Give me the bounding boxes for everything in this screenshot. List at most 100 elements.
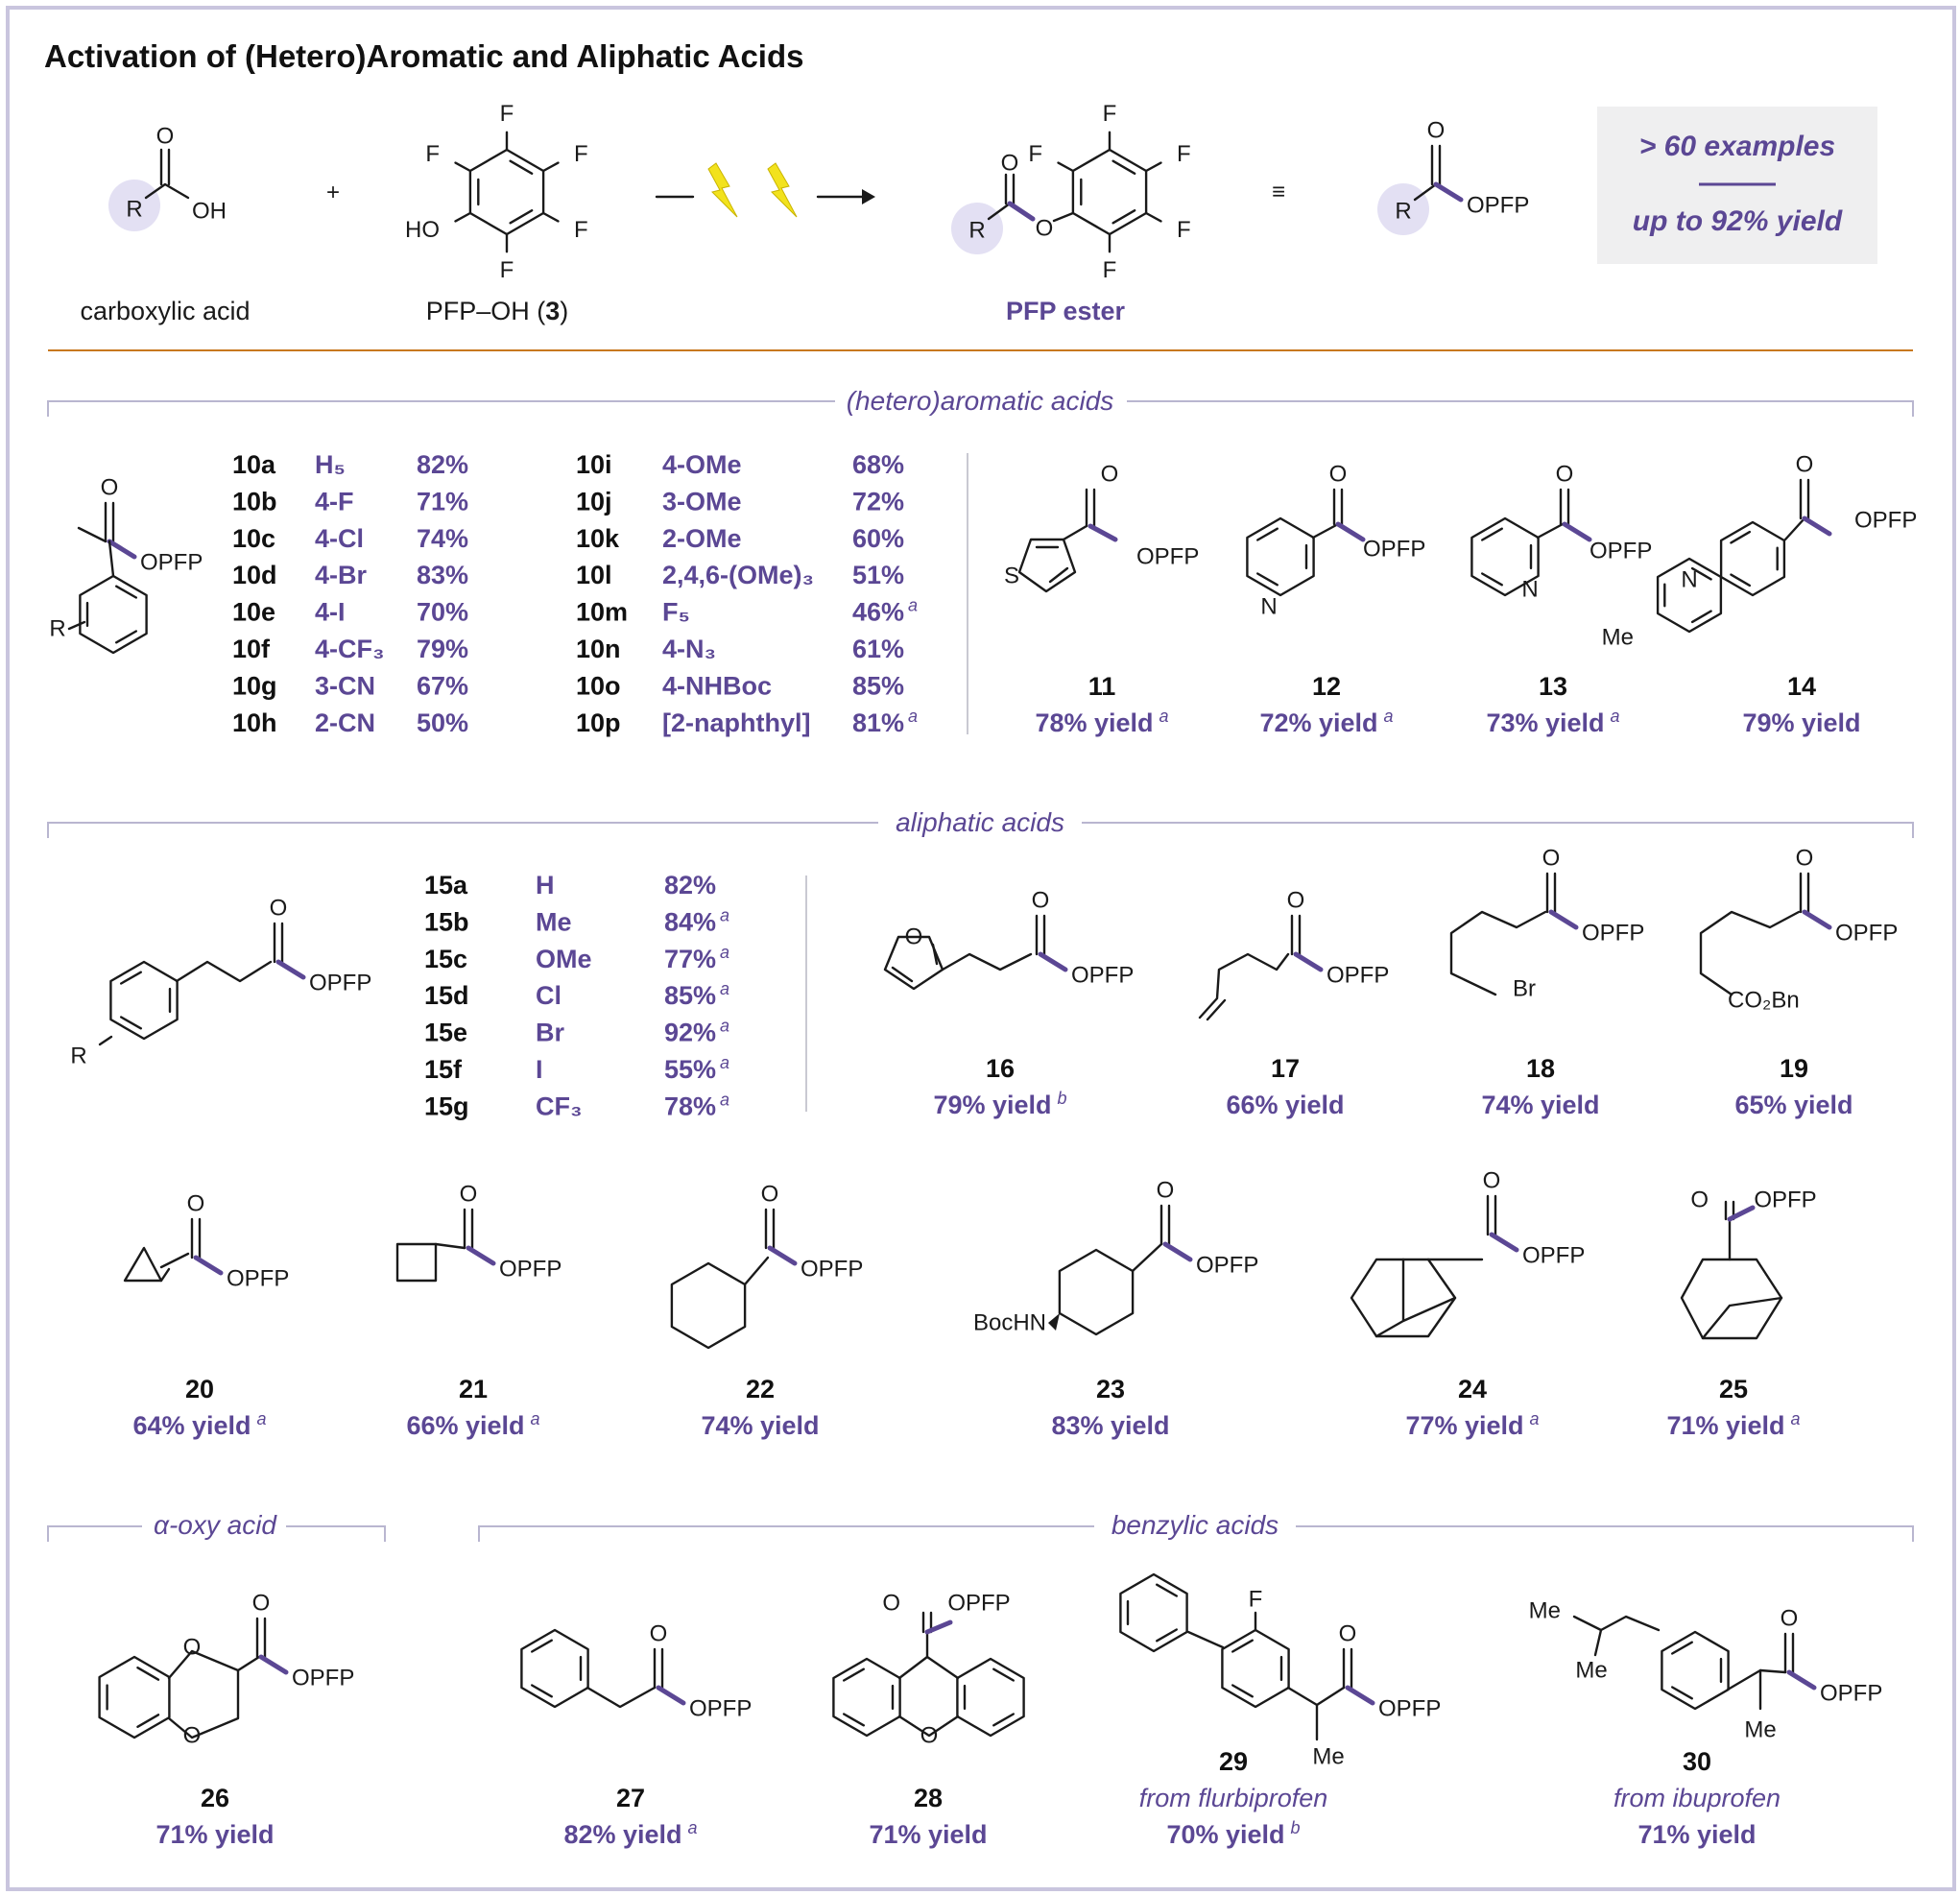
- ester-bond-highlight: [1802, 909, 1832, 930]
- bond: [1449, 910, 1547, 996]
- substituent: 4-NHBoc: [662, 671, 772, 700]
- opfp-label: OPFP: [801, 1257, 863, 1283]
- methyl: Me: [1575, 1658, 1607, 1684]
- reagent-label: PFP–OH (3): [426, 297, 569, 325]
- substituent: 4-I: [315, 598, 346, 627]
- footnote-mark: a: [908, 596, 918, 615]
- benzene-ring: [98, 1655, 171, 1739]
- section-aromatic: (hetero)aromatic acids: [847, 386, 1114, 416]
- benzene-ring: [79, 574, 148, 655]
- aromatic-double-bond: [1231, 1639, 1254, 1653]
- carbonyl-double-bond: [1085, 488, 1096, 528]
- benzene-ring: [1119, 1572, 1188, 1653]
- ester-bond-highlight: [1007, 201, 1036, 222]
- bond: [1726, 1668, 1762, 1711]
- ester-bond-highlight: [1088, 523, 1118, 542]
- bond: [1593, 1628, 1603, 1657]
- aromatic-double-bond: [1481, 527, 1503, 541]
- carbonyl-double-bond: [159, 148, 171, 186]
- arrow-head: [862, 189, 875, 204]
- acid-label: carboxylic acid: [80, 297, 250, 325]
- aromatic-double-bond: [1730, 573, 1752, 588]
- ester-bond-highlight: [1038, 951, 1068, 972]
- carbonyl-oxygen: O: [187, 1191, 205, 1217]
- substituent: I: [536, 1055, 543, 1084]
- carbonyl-oxygen: O: [1001, 151, 1019, 177]
- table-10-right-row: 10p[2-naphthyl]81%a: [576, 707, 918, 737]
- r-group-highlight: [1377, 183, 1429, 235]
- hashed-bond: [1131, 1242, 1163, 1273]
- methyl: Me: [1529, 1598, 1561, 1624]
- carbonyl-double-bond: [190, 1217, 202, 1259]
- bond: [1699, 910, 1801, 996]
- substituent: 4-Cl: [315, 524, 364, 553]
- bond: [743, 1256, 770, 1286]
- ester-bond-highlight: [924, 1619, 953, 1635]
- footnote-mark: a: [1384, 707, 1394, 726]
- ester-bond-highlight: [1802, 516, 1832, 537]
- compound-yield: 71% yield: [869, 1820, 987, 1849]
- benzene-ring: [468, 148, 545, 236]
- benzene-ring: [1470, 516, 1540, 597]
- aromatic-double-bond: [1671, 1686, 1693, 1700]
- lightning-bolt-icon: [707, 162, 738, 218]
- substituent: 2-OMe: [662, 524, 742, 553]
- carbonyl-double-bond: [1545, 872, 1557, 914]
- substituent: 2-CN: [315, 708, 375, 737]
- benzene-ring: [109, 960, 179, 1041]
- yield-value: 83%: [417, 561, 468, 589]
- cyclobutane-ring: [395, 1242, 438, 1283]
- aromatic-double-bond: [120, 1016, 142, 1030]
- bond: [144, 182, 190, 200]
- ester-bond-highlight: [1293, 951, 1324, 972]
- bond: [1572, 1615, 1661, 1632]
- footnote-mark: b: [1058, 1089, 1067, 1108]
- compound-yield: 79% yield: [1742, 708, 1860, 737]
- opfp-label: OPFP: [1363, 537, 1425, 563]
- compound-yield: 74% yield: [701, 1411, 819, 1440]
- yield-value: 67%: [417, 671, 468, 700]
- carbonyl-oxygen: O: [101, 475, 119, 501]
- bond: [1062, 524, 1088, 541]
- carbonyl-double-bond: [764, 1208, 776, 1250]
- carbonyl-oxygen: O: [1329, 462, 1348, 488]
- ester-bond-highlight: [1345, 1685, 1375, 1706]
- ester-bond-highlight: [1489, 1232, 1519, 1253]
- methyl: Me: [1312, 1744, 1344, 1770]
- compound-yield: 65% yield: [1734, 1091, 1852, 1119]
- substituent: F: [425, 141, 440, 167]
- bond: [1315, 1686, 1346, 1707]
- cyclohexane-ring: [1058, 1248, 1135, 1336]
- opfp-label: OPFP: [1196, 1253, 1258, 1279]
- carbonyl-oxygen: O: [1101, 462, 1119, 488]
- compound-id: 10o: [576, 671, 621, 700]
- opfp-label: OPFP: [1522, 1243, 1585, 1269]
- compound-id: 15d: [424, 981, 469, 1010]
- compound-number: 29: [1219, 1747, 1248, 1776]
- carbonyl-double-bond: [463, 1208, 474, 1250]
- sulfur: S: [1004, 564, 1019, 589]
- r-group: R: [1395, 199, 1411, 225]
- compound-id: 10l: [576, 561, 612, 589]
- yield-value: 70%: [417, 598, 468, 627]
- carbonyl-double-bond: [1159, 1204, 1171, 1246]
- bond: [1052, 211, 1075, 223]
- yield-value: 78%a: [664, 1090, 729, 1120]
- carbonyl-oxygen: O: [1483, 1168, 1501, 1194]
